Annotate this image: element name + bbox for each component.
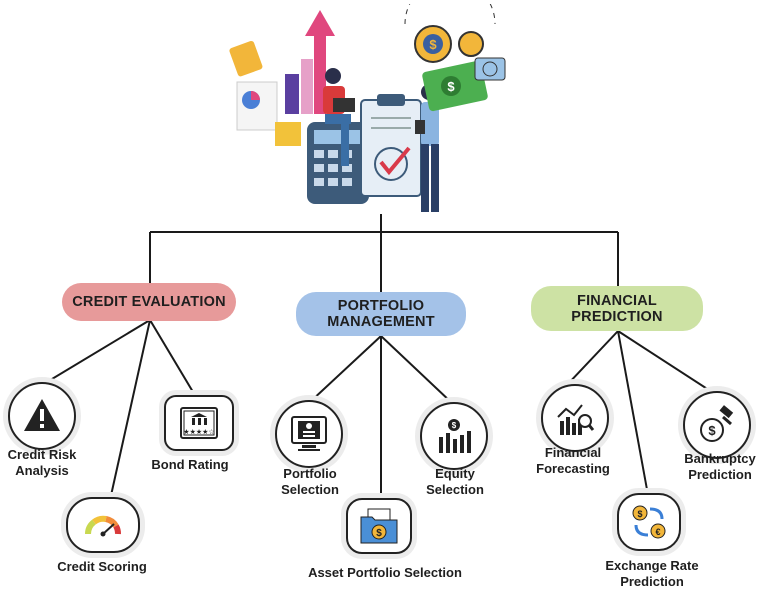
exchange-rate-label: Exchange Rate Prediction	[605, 558, 699, 589]
financial-forecasting-node	[541, 384, 609, 452]
bond-rating-label: Bond Rating	[151, 457, 229, 472]
svg-text:$: $	[429, 37, 437, 52]
portfolio-selection-node	[275, 400, 343, 468]
portfolio-selection-label: Portfolio Selection	[281, 466, 339, 497]
svg-text:$: $	[452, 421, 457, 430]
credit-risk-label: Credit Risk Analysis	[7, 447, 77, 478]
equity-selection-label: Equity Selection	[426, 466, 484, 497]
bond-rating-node: ★★★★☆	[164, 395, 234, 451]
gavel-coin-icon: $	[700, 405, 734, 442]
svg-text:$: $	[708, 423, 716, 438]
credit-scoring-node	[66, 497, 140, 553]
dollar-folder-icon: $	[360, 508, 398, 544]
svg-text:★★★★☆: ★★★★☆	[183, 428, 214, 436]
forecast-chart-icon	[557, 404, 595, 435]
bankruptcy-node: $	[683, 391, 751, 459]
equity-selection-node: $	[420, 402, 488, 470]
portfolio-screen-icon	[291, 416, 327, 451]
category-portfolio-management: PORTFOLIO MANAGEMENT	[296, 292, 466, 336]
currency-exchange-icon: $ €	[632, 505, 666, 539]
category-credit-evaluation: CREDIT EVALUATION	[62, 283, 236, 321]
finance-analysts-illustration: $ $	[229, 4, 506, 212]
asset-portfolio-node: $	[346, 498, 412, 554]
svg-text:$: $	[637, 509, 642, 519]
exchange-rate-node: $ €	[617, 493, 681, 551]
svg-text:$: $	[376, 528, 382, 539]
warning-icon	[24, 399, 60, 431]
equity-chart-icon: $	[439, 419, 471, 453]
financial-forecasting-label: Financial Forecasting	[536, 445, 610, 476]
bond-certificate-icon: ★★★★☆	[180, 407, 218, 439]
svg-text:€: €	[655, 527, 660, 537]
gauge-icon	[85, 515, 121, 537]
category-financial-prediction: FINANCIAL PREDICTION	[531, 286, 703, 331]
svg-text:$: $	[447, 79, 455, 94]
credit-risk-node	[8, 382, 76, 450]
asset-portfolio-label: Asset Portfolio Selection	[308, 565, 462, 580]
bankruptcy-label: Bankruptcy Prediction	[684, 451, 756, 482]
credit-scoring-label: Credit Scoring	[57, 559, 147, 574]
